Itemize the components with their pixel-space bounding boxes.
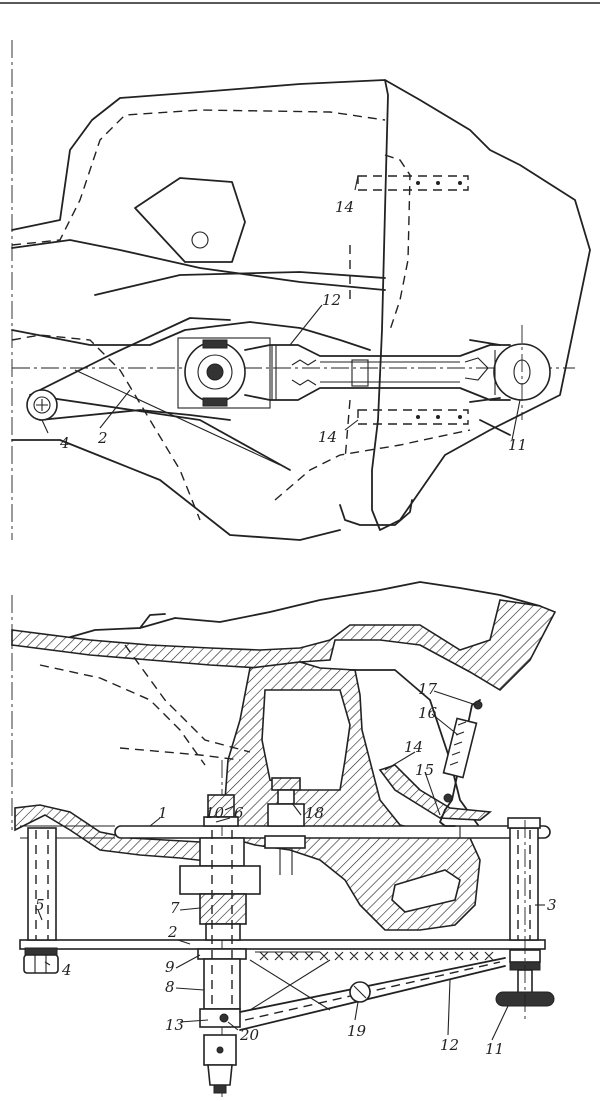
label-1: 1 [158, 804, 168, 822]
label-15: 15 [415, 761, 434, 779]
label-7: 7 [170, 899, 180, 917]
gear-7 [199, 893, 247, 925]
label-16: 16 [418, 704, 438, 722]
label-top-4: 4 [59, 434, 70, 452]
label-4: 4 [61, 961, 72, 979]
post-5 [27, 827, 57, 941]
label-top-11: 11 [508, 436, 527, 454]
label-12: 12 [440, 1036, 459, 1054]
bottom-view-labels: 17 16 14 15 18 1 10 6 5 7 3 2 4 9 8 19 1… [35, 680, 557, 1058]
bracket-14-bottom [357, 409, 469, 425]
plate-2 [19, 939, 546, 950]
label-11: 11 [485, 1040, 504, 1058]
label-10: 10 [205, 804, 225, 822]
label-top-12: 12 [322, 291, 341, 309]
label-top-2: 2 [97, 429, 108, 447]
turnbuckle [432, 699, 483, 839]
label-5: 5 [35, 896, 45, 914]
label-20: 20 [239, 1026, 260, 1044]
label-8: 8 [165, 978, 175, 996]
label-3: 3 [547, 896, 557, 914]
link-12 [177, 337, 511, 409]
turnbuckle-16 [442, 717, 478, 779]
label-14: 14 [404, 738, 423, 756]
label-9: 9 [165, 958, 175, 976]
rod-12 [239, 957, 506, 1031]
label-18: 18 [305, 804, 324, 822]
body-outline [11, 79, 591, 531]
label-6: 6 [234, 804, 244, 822]
arm-2 [29, 317, 231, 396]
stud-18 [264, 777, 306, 875]
label-17: 17 [418, 680, 438, 698]
label-top-14-a: 14 [335, 198, 354, 216]
sleeve-8 [203, 958, 241, 1010]
nut-4 [23, 954, 59, 974]
bracket-14-top [357, 175, 469, 191]
window-cutout [134, 177, 246, 263]
spindle [179, 760, 261, 1101]
post-3 [509, 827, 539, 941]
handle-11 [495, 820, 555, 1020]
label-2: 2 [167, 923, 178, 941]
label-13: 13 [165, 1016, 184, 1034]
label-top-14-b: 14 [318, 428, 337, 446]
label-19: 19 [347, 1022, 367, 1040]
washer-9 [197, 948, 247, 960]
plate-1 [114, 825, 551, 839]
bottom-view [11, 581, 557, 1101]
top-view [11, 40, 591, 541]
top-view-labels: 14 12 4 2 14 11 [59, 198, 527, 454]
